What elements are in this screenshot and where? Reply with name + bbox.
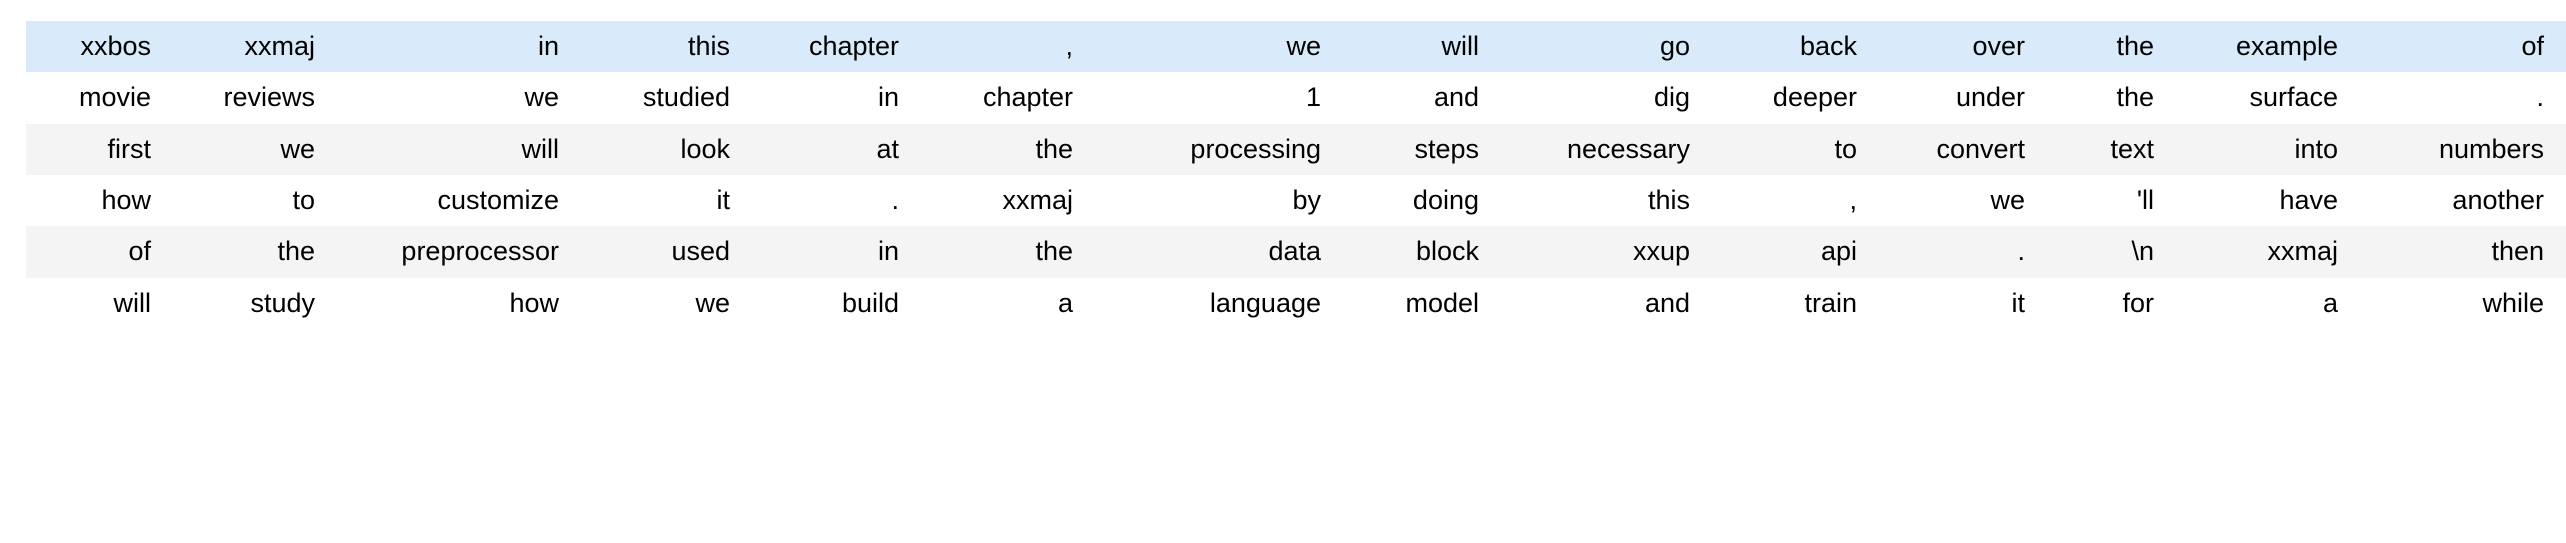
table-cell: xxbos (80, 31, 151, 61)
table-cell: we (524, 82, 559, 113)
table-cell: train (1804, 287, 1857, 318)
table-cell: and (1433, 82, 1479, 113)
table-cell: into (2294, 133, 2338, 164)
table-cell: it (716, 185, 731, 216)
table-cell: of (2521, 31, 2544, 61)
table-cell: it (2011, 287, 2026, 318)
table-cell: data (1268, 236, 1321, 267)
table-cell: the (2116, 31, 2154, 61)
table-row[interactable]: first we will look at the processing ste… (26, 123, 2566, 176)
table-cell: doing (1412, 185, 1479, 216)
table-cell: at (876, 133, 899, 164)
table-cell: and (1644, 287, 1690, 318)
table-cell: over (1972, 31, 2025, 61)
table-cell: used (671, 236, 730, 267)
table-cell: will (113, 287, 152, 318)
table-cell: we (695, 287, 730, 318)
table-cell: 'll (2136, 185, 2154, 216)
table-cell: studied (642, 82, 730, 113)
table-cell: will (521, 133, 560, 164)
table-cell: , (1065, 31, 1073, 61)
table-cell: in (877, 236, 899, 267)
table-cell: convert (1936, 133, 2025, 164)
table-cell: \n (2131, 236, 2154, 267)
table-cell: language (1209, 287, 1321, 318)
table-cell: in (537, 31, 559, 61)
table-cell: example (2235, 31, 2338, 61)
table-cell: for (2122, 287, 2154, 318)
dataframe-container: xxbos xxmaj in this chapter , we will go… (26, 21, 2566, 330)
table-cell: we (280, 133, 315, 164)
table-cell: then (2491, 236, 2544, 267)
table-cell: customize (437, 185, 559, 216)
table-cell: reviews (223, 82, 315, 113)
table-row[interactable]: how to customize it . xxmaj by doing thi… (26, 175, 2566, 227)
table-cell: how (509, 287, 559, 318)
table-cell: by (1292, 185, 1321, 216)
table-cell: first (107, 133, 152, 164)
table-cell: will (1441, 31, 1480, 61)
table-cell: text (2110, 133, 2154, 164)
table-cell: the (2116, 82, 2154, 113)
table-cell: how (101, 185, 151, 216)
table-cell: we (1286, 31, 1321, 61)
table-cell: dig (1653, 82, 1690, 113)
table-cell: classifying (2557, 21, 2566, 72)
table-cell: deeper (1772, 82, 1857, 113)
table-cell: numbers (2438, 133, 2544, 164)
table-cell: . (2536, 82, 2544, 113)
table-cell: steps (1414, 133, 1479, 164)
table-cell: xxup (1632, 236, 1690, 267)
table-cell: this (1647, 185, 1690, 216)
table-cell: this (687, 31, 730, 61)
table-cell: a (1057, 287, 1073, 318)
table-cell: under (1955, 82, 2025, 113)
table-cell: a (2322, 287, 2338, 318)
table-row[interactable]: movie reviews we studied in chapter 1 an… (26, 72, 2566, 124)
tokenized-text-table: xxbos xxmaj in this chapter , we will go… (26, 21, 2566, 330)
table-cell: processing (1190, 133, 1321, 164)
table-cell: preprocessor (401, 236, 559, 267)
table-cell: to (1834, 133, 1857, 164)
table-cell: the (1035, 236, 1073, 267)
table-cell: of (128, 236, 151, 267)
table-cell: api (1820, 236, 1857, 267)
table-cell: build (841, 287, 899, 318)
table-cell: look (680, 133, 730, 164)
table-row[interactable]: will study how we build a language model… (26, 277, 2566, 330)
table-cell: block (1415, 236, 1479, 267)
table-cell: have (2279, 185, 2338, 216)
table-cell: , (1849, 185, 1857, 216)
table-cell: and (2557, 124, 2566, 175)
table-cell: another (2452, 185, 2544, 216)
table-cell: while (2482, 287, 2544, 318)
table-cell: study (250, 287, 315, 318)
table-cell: the (277, 236, 315, 267)
table-cell: we (1990, 185, 2025, 216)
table-cell: movie (78, 82, 151, 113)
table-cell: necessary (1566, 133, 1690, 164)
table-cell: . (891, 185, 899, 216)
table-cell: back (1799, 31, 1857, 61)
table-cell: xxmaj (2267, 236, 2338, 267)
table-cell: xxmaj (1002, 185, 1073, 216)
table-cell: surface (2249, 82, 2338, 113)
table-cell: xxmaj (244, 31, 315, 61)
table-row[interactable]: xxbos xxmaj in this chapter , we will go… (26, 21, 2566, 73)
table-cell: example (2557, 175, 2566, 226)
table-cell: chapter (982, 82, 1073, 113)
table-cell: 1 (1305, 82, 1321, 113)
table-cell: go (1659, 31, 1690, 61)
table-cell: the (1035, 133, 1073, 164)
table-cell: to (292, 185, 315, 216)
table-cell: in (877, 82, 899, 113)
table-cell: we (2557, 226, 2566, 277)
table-cell: . (2557, 278, 2566, 329)
table-cell: chapter (808, 31, 899, 61)
table-cell: xxmaj (2557, 72, 2566, 123)
table-row[interactable]: of the preprocessor used in the data blo… (26, 226, 2566, 278)
table-cell: model (1405, 287, 1479, 318)
table-cell: . (2017, 236, 2025, 267)
table-body: xxbos xxmaj in this chapter , we will go… (26, 21, 2566, 330)
